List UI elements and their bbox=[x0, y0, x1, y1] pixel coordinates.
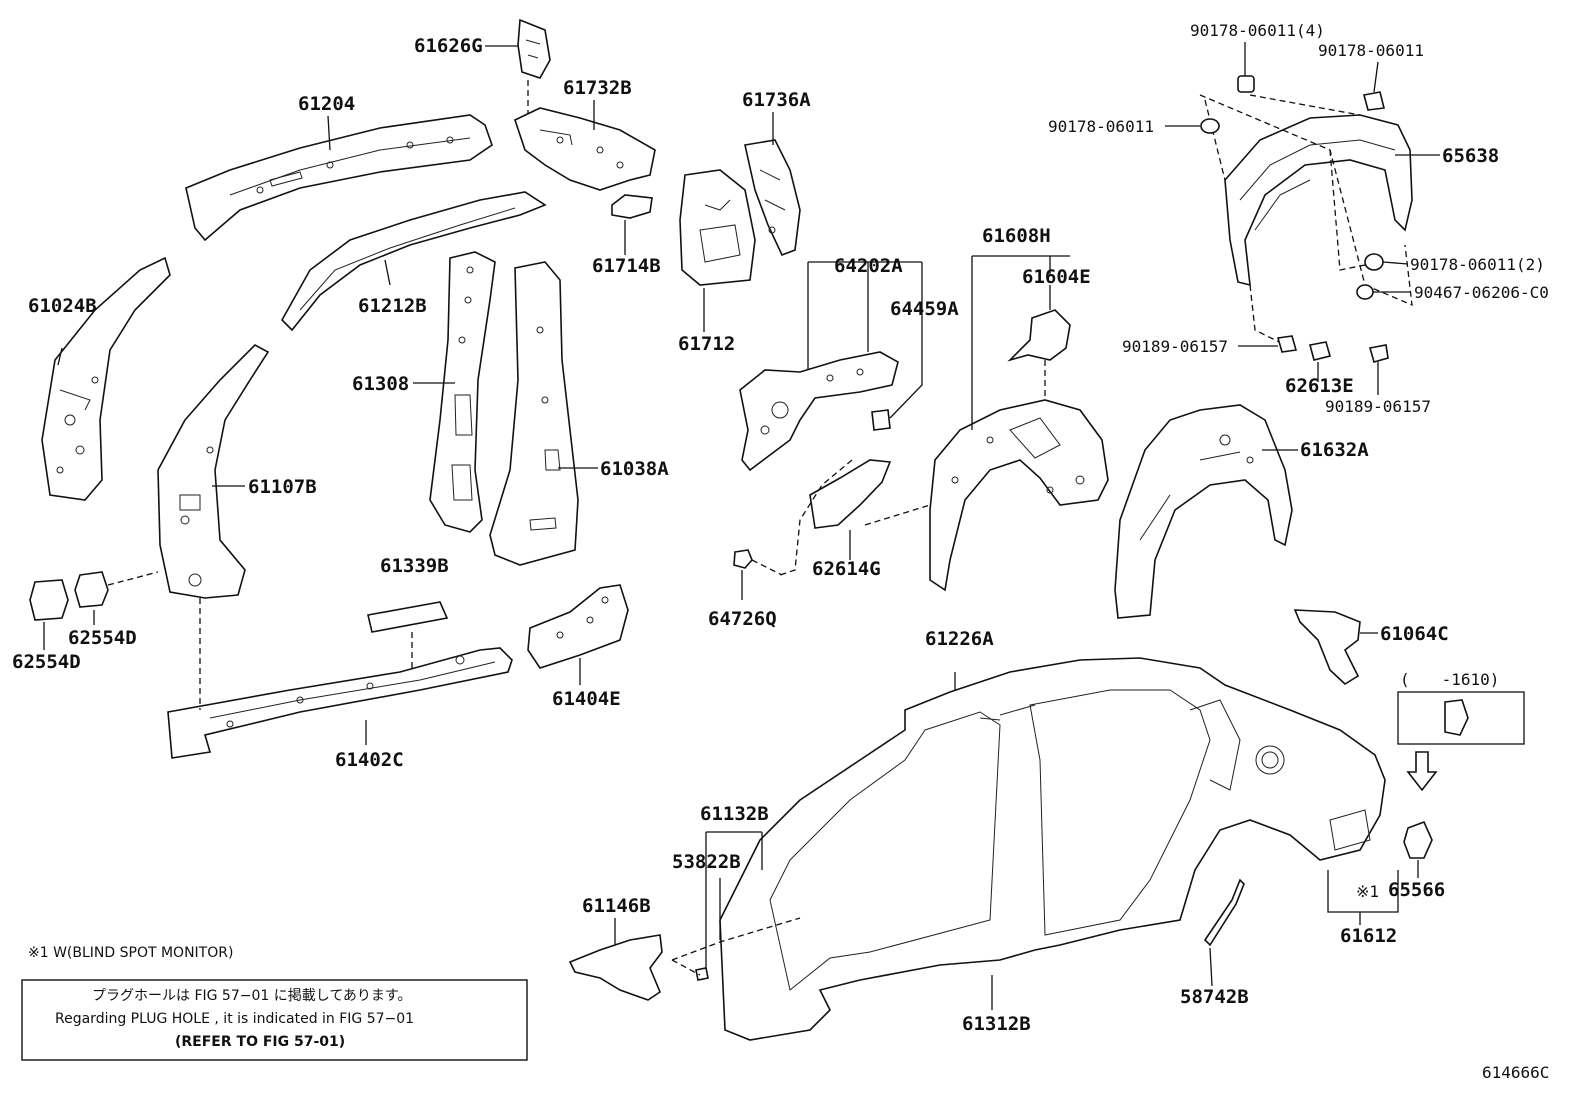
fastener-90178-06011-2-shape bbox=[1364, 253, 1384, 271]
label-61626G: 61626G bbox=[414, 35, 483, 57]
label-61714B: 61714B bbox=[592, 255, 661, 277]
label-61612: 61612 bbox=[1340, 925, 1397, 947]
fastener-90189-06157-b-shape bbox=[1368, 344, 1389, 363]
label-62613E: 62613E bbox=[1285, 375, 1354, 397]
label-61132B: 61132B bbox=[700, 803, 769, 825]
part-65566-shape bbox=[1403, 820, 1433, 859]
label-58742B: 58742B bbox=[1180, 986, 1249, 1008]
down-arrow-icon bbox=[1406, 751, 1438, 792]
part-61402C-shape bbox=[167, 647, 513, 759]
label-61339B: 61339B bbox=[380, 555, 449, 577]
label-65566: 65566 bbox=[1388, 879, 1445, 901]
label-fastener-90467-06206-C0: 90467-06206-C0 bbox=[1414, 283, 1549, 302]
label-61024B: 61024B bbox=[28, 295, 97, 317]
label-fastener-90178-06011-2: 90178-06011(2) bbox=[1410, 255, 1545, 274]
label-61308: 61308 bbox=[352, 373, 409, 395]
part-61146B-shape bbox=[568, 934, 663, 1001]
part-61024B-shape bbox=[41, 256, 171, 501]
part-61064C-shape bbox=[1293, 609, 1361, 686]
label-61064C: 61064C bbox=[1380, 623, 1449, 645]
part-58742B-shape bbox=[1203, 878, 1245, 947]
part-62614G-shape bbox=[809, 459, 892, 529]
label-62554D-b: 62554D bbox=[68, 627, 137, 649]
label-fastener-90178-06011-b: 90178-06011 bbox=[1318, 41, 1424, 60]
part-61038A-shape bbox=[489, 261, 579, 566]
part-61212B-shape bbox=[281, 191, 547, 332]
label-61736A: 61736A bbox=[742, 89, 811, 111]
label-61608H: 61608H bbox=[982, 225, 1051, 247]
part-64459A-shape bbox=[871, 409, 891, 431]
label-64459A: 64459A bbox=[890, 298, 959, 320]
notice-line-japanese: プラグホールは FIG 57−01 に掲載してあります。 bbox=[92, 988, 412, 1004]
diagram-id: 614666C bbox=[1482, 1063, 1549, 1082]
part-62554D-b-shape bbox=[74, 571, 109, 608]
part-61604E-shape bbox=[1007, 309, 1071, 362]
label-61312B: 61312B bbox=[962, 1013, 1031, 1035]
part-65638-shape bbox=[1224, 114, 1413, 287]
part-62554D-a-shape bbox=[29, 579, 69, 621]
notice-line-english: Regarding PLUG HOLE , it is indicated in… bbox=[55, 1011, 414, 1027]
label-61632A: 61632A bbox=[1300, 439, 1369, 461]
part-61107B-shape bbox=[157, 344, 270, 599]
label-61204: 61204 bbox=[298, 93, 355, 115]
label-61212B: 61212B bbox=[358, 295, 427, 317]
notice-line-refer: (REFER TO FIG 57-01) bbox=[175, 1034, 345, 1050]
part-61632A-shape bbox=[1114, 404, 1293, 619]
label-date-range: ( -1610) bbox=[1400, 670, 1499, 689]
part-61732B-shape bbox=[514, 107, 656, 191]
label-61107B: 61107B bbox=[248, 476, 317, 498]
part-61712-shape bbox=[679, 169, 756, 286]
part-53822B-shape bbox=[695, 967, 709, 981]
label-61604E: 61604E bbox=[1022, 266, 1091, 288]
part-61736A-shape bbox=[744, 139, 801, 257]
label-53822B: 53822B bbox=[672, 851, 741, 873]
label-61226A: 61226A bbox=[925, 628, 994, 650]
part-61608H-shape bbox=[929, 399, 1109, 592]
fastener-90467-06206-C0-shape bbox=[1356, 284, 1374, 300]
date-range-box bbox=[1397, 691, 1525, 745]
fastener-90178-06011-b-shape bbox=[1363, 91, 1385, 111]
label-61404E: 61404E bbox=[552, 688, 621, 710]
part-62613E-shape bbox=[1309, 341, 1331, 361]
label-fastener-90178-06011-4: 90178-06011(4) bbox=[1190, 21, 1325, 40]
label-note-mark-1: ※1 bbox=[1356, 882, 1379, 901]
part-61714B-shape bbox=[611, 194, 653, 219]
label-62554D-a: 62554D bbox=[12, 651, 81, 673]
label-62614G: 62614G bbox=[812, 558, 881, 580]
footnote-blind-spot-monitor: ※1 W(BLIND SPOT MONITOR) bbox=[28, 945, 233, 961]
notice-box bbox=[21, 979, 528, 1061]
part-61339B-shape bbox=[367, 601, 449, 633]
label-64202A: 64202A bbox=[834, 255, 903, 277]
label-61712: 61712 bbox=[678, 333, 735, 355]
fastener-90178-06011-4-shape bbox=[1237, 75, 1255, 93]
part-61204-shape bbox=[185, 114, 493, 242]
part-64726Q-shape bbox=[733, 549, 753, 569]
label-fastener-90189-06157-b: 90189-06157 bbox=[1325, 397, 1431, 416]
label-65638: 65638 bbox=[1442, 145, 1499, 167]
part-64202A-shape bbox=[739, 351, 899, 472]
label-fastener-90178-06011-c: 90178-06011 bbox=[1048, 117, 1154, 136]
label-61402C: 61402C bbox=[335, 749, 404, 771]
fastener-90189-06157-a-shape bbox=[1276, 335, 1298, 353]
label-fastener-90189-06157-a: 90189-06157 bbox=[1122, 337, 1228, 356]
label-61038A: 61038A bbox=[600, 458, 669, 480]
part-61626G-shape bbox=[517, 18, 551, 79]
label-61146B: 61146B bbox=[582, 895, 651, 917]
fastener-90178-06011-c-shape bbox=[1200, 118, 1220, 134]
label-61732B: 61732B bbox=[563, 77, 632, 99]
part-61226A-shape bbox=[719, 657, 1386, 1041]
label-64726Q: 64726Q bbox=[708, 608, 777, 630]
part-61308-shape bbox=[429, 251, 496, 533]
part-61404E-shape bbox=[527, 584, 629, 669]
